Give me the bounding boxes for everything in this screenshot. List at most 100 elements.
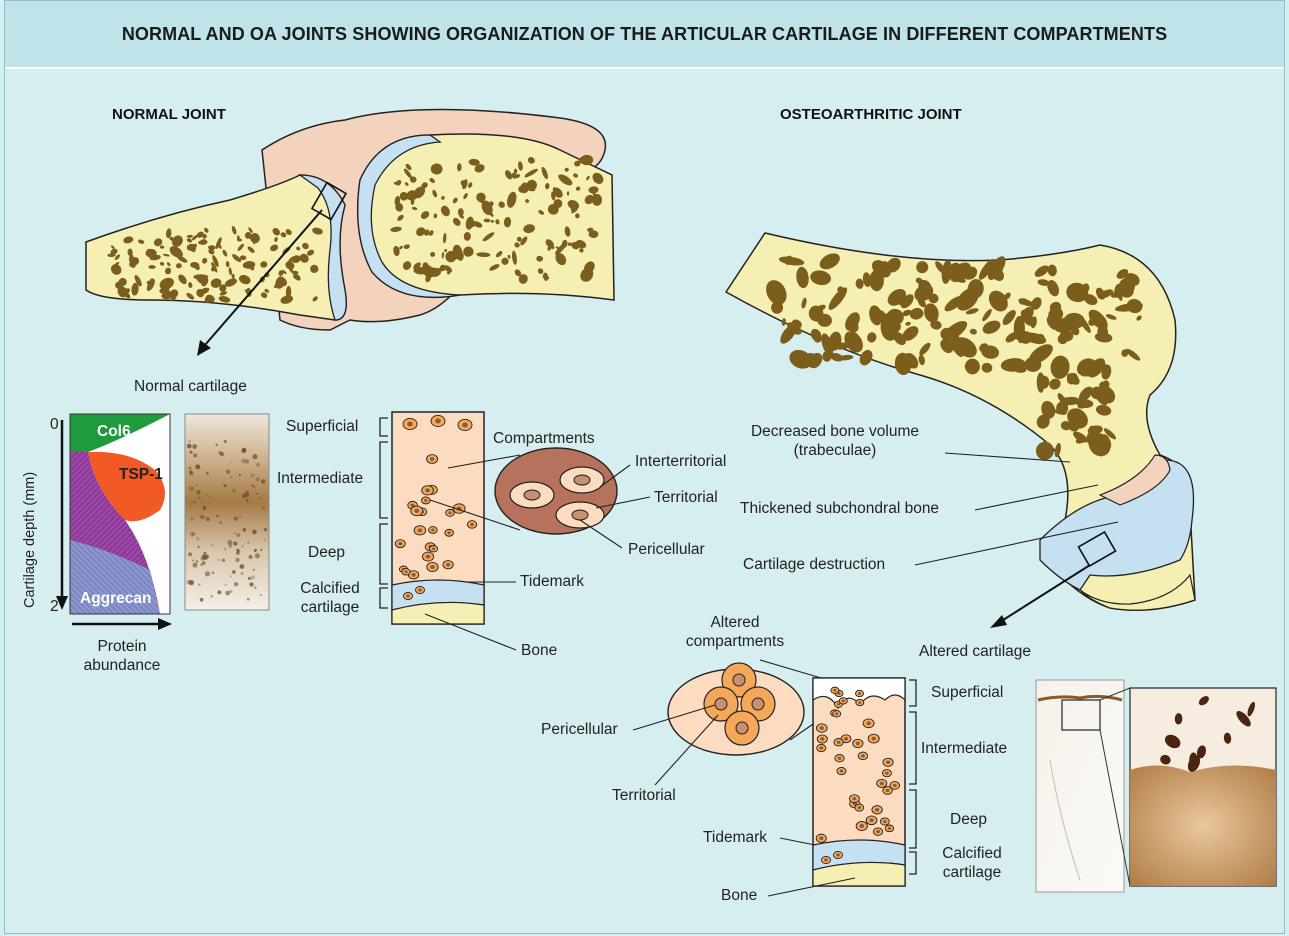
stain-speck: [256, 477, 260, 481]
stain-speck: [193, 453, 197, 457]
chondrocyte-nucleus: [447, 531, 450, 534]
stain-speck: [242, 448, 246, 452]
stain-speck: [235, 558, 239, 562]
stain-speck: [198, 584, 200, 586]
chondrocyte-nucleus: [424, 499, 427, 502]
chondrocyte-nucleus: [842, 699, 845, 702]
stain-speck: [204, 552, 207, 555]
stain-speck: [197, 546, 199, 548]
stain-speck: [216, 515, 219, 518]
stain-speck: [240, 564, 245, 569]
stain-speck: [189, 505, 191, 507]
stain-speck: [188, 552, 192, 556]
stain-speck: [198, 496, 201, 499]
stain-speck: [251, 484, 254, 487]
stain-speck: [251, 576, 255, 580]
stain-speck: [192, 562, 197, 567]
stain-speck: [227, 540, 232, 545]
stain-speck: [260, 594, 262, 596]
chondrocyte-nucleus: [838, 757, 842, 760]
chondrocyte-nucleus: [837, 741, 841, 744]
stain-speck: [232, 570, 236, 574]
normal-zone-calcified: Calcified cartilage: [290, 580, 370, 617]
oa-stain-photos: [1036, 680, 1276, 892]
chondrocyte-nucleus: [858, 806, 862, 809]
stain-speck: [232, 488, 236, 492]
stain-speck: [226, 469, 231, 474]
stain-speck: [264, 538, 266, 540]
oa-territorial-label: Territorial: [612, 787, 676, 806]
stain-speck: [251, 474, 255, 478]
interterritorial-label: Interterritorial: [635, 453, 726, 472]
stain-speck: [230, 575, 232, 577]
stain-speck: [240, 572, 243, 575]
normal-joint-drawing: [86, 109, 614, 356]
stain-speck: [193, 501, 196, 504]
stain-speck: [234, 582, 238, 586]
chondrocyte-nucleus: [872, 737, 876, 741]
chondrocyte-nucleus: [426, 555, 431, 559]
oa-zone-deep: Deep: [950, 811, 987, 830]
chondrocyte-nucleus: [866, 721, 870, 725]
stain-speck: [252, 569, 254, 571]
stain-speck: [210, 495, 212, 497]
stain-speck: [189, 581, 191, 583]
stain-speck: [189, 451, 192, 454]
stain-speck: [192, 559, 194, 561]
stain-speck: [224, 584, 226, 586]
chondrocyte-nucleus: [836, 853, 840, 856]
chondrocyte-nucleus: [840, 769, 844, 772]
altered-cartilage-label: Altered cartilage: [919, 643, 1031, 662]
normal-joint-heading: NORMAL JOINT: [112, 106, 226, 123]
chondrocyte-nucleus: [886, 761, 890, 765]
stain-speck: [206, 494, 208, 496]
oa-zone-superficial: Superficial: [931, 684, 1003, 703]
stain-speck: [223, 484, 226, 487]
stain-speck: [252, 454, 257, 459]
chondrocyte-nucleus: [418, 588, 422, 591]
chondrocyte-nucleus: [462, 423, 468, 428]
chart-tick-top: 0: [50, 416, 59, 435]
chondrocyte-nucleus: [398, 542, 402, 546]
stain-speck: [248, 555, 252, 559]
stain-speck: [239, 516, 241, 518]
stain-speck: [224, 548, 227, 551]
chondrocyte-nucleus: [860, 824, 865, 828]
stain-speck: [215, 444, 218, 447]
chondrocyte-nucleus: [885, 772, 889, 775]
stain-speck: [220, 452, 224, 456]
stain-speck: [236, 549, 239, 552]
decreased-bone-label: Decreased bone volume (trabeculae): [735, 423, 935, 460]
oa-zone-intermediate: Intermediate: [921, 740, 1007, 759]
oa-joint-heading: OSTEOARTHRITIC JOINT: [780, 106, 962, 123]
normal-zone-superficial: Superficial: [286, 418, 358, 437]
stain-speck: [230, 476, 233, 479]
stain-speck: [233, 516, 237, 520]
chondrocyte-nucleus: [883, 820, 887, 823]
chondrocyte-nucleus: [418, 528, 423, 532]
compartments-label: Compartments: [493, 430, 595, 449]
stain-speck: [262, 507, 266, 511]
chart-xlabel: Protein abundance: [82, 638, 162, 675]
chondrocyte-nucleus: [430, 457, 434, 461]
chondrocyte-nucleus: [852, 797, 856, 800]
stain-speck: [225, 591, 230, 596]
stain-speck: [190, 517, 194, 521]
stain-speck: [205, 571, 210, 576]
chondrocyte-nucleus: [893, 784, 897, 787]
normal-zone-intermediate: Intermediate: [277, 470, 363, 489]
stain-speck: [217, 590, 221, 594]
chondrocyte-nucleus: [869, 818, 873, 822]
stain-speck: [254, 486, 256, 488]
chondrocyte-nucleus: [414, 509, 419, 513]
stain-speck: [243, 528, 247, 532]
trabecula: [786, 346, 815, 372]
stain-speck: [217, 559, 219, 561]
stain-speck: [224, 440, 227, 443]
stain-speck: [236, 533, 240, 537]
stain-speck: [203, 509, 205, 511]
chondrocyte-nucleus: [835, 712, 838, 715]
oa-zone-calcified: Calcified cartilage: [932, 845, 1012, 882]
chondrocyte-nucleus: [875, 808, 879, 812]
stain-speck: [259, 497, 261, 499]
